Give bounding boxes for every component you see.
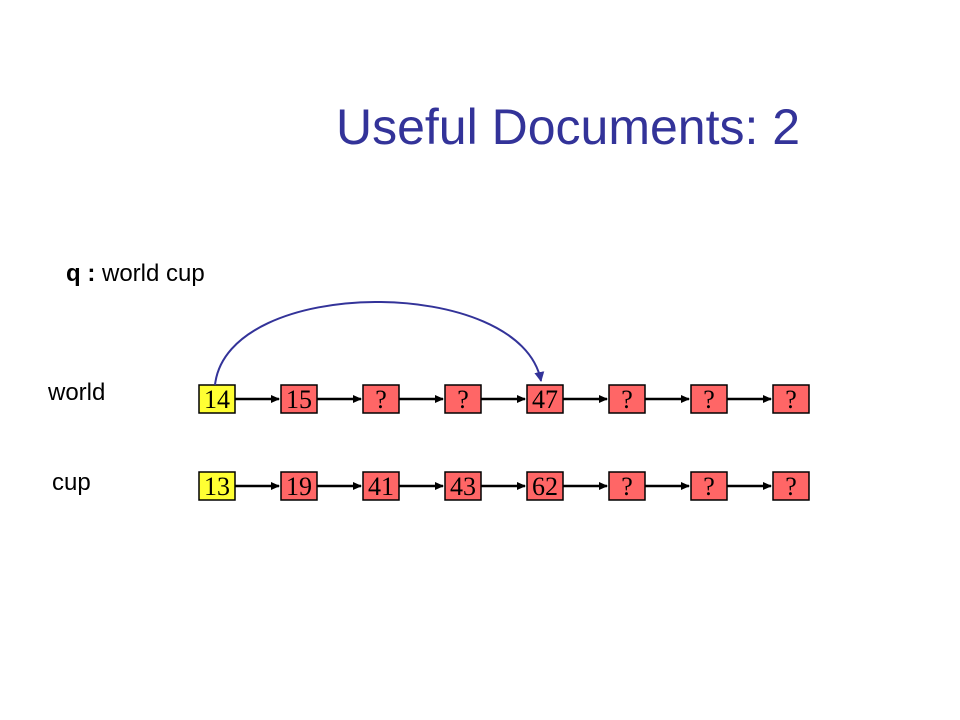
- posting-node-value: ?: [621, 385, 633, 414]
- posting-node: 41: [362, 471, 400, 501]
- posting-node-value: 41: [368, 472, 394, 501]
- posting-node: 14: [198, 384, 236, 414]
- posting-node-value: 19: [286, 472, 312, 501]
- posting-node: ?: [690, 384, 728, 414]
- posting-node-box: [772, 471, 810, 501]
- posting-node-box: [280, 384, 318, 414]
- posting-node-box: [526, 471, 564, 501]
- posting-node-value: ?: [375, 385, 387, 414]
- posting-node: 47: [526, 384, 564, 414]
- skip-pointer-arc: [214, 301, 545, 386]
- query-text: world cup: [102, 260, 205, 287]
- posting-node: 15: [280, 384, 318, 414]
- term-label-cup: cup: [52, 469, 91, 496]
- posting-node-value: ?: [621, 472, 633, 501]
- posting-node-value: 47: [532, 385, 558, 414]
- posting-node-box: [444, 384, 482, 414]
- posting-node: 19: [280, 471, 318, 501]
- posting-list-world: 14 15?? 47???: [198, 384, 810, 414]
- posting-node-value: 15: [286, 385, 312, 414]
- posting-node-box: [608, 471, 646, 501]
- posting-node-value: ?: [703, 472, 715, 501]
- term-label-world: world: [48, 379, 106, 406]
- posting-node: ?: [444, 384, 482, 414]
- posting-list-cup: 13 19 41 43 62???: [198, 471, 810, 501]
- posting-node: ?: [772, 471, 810, 501]
- posting-node-value: 13: [204, 472, 230, 501]
- posting-node-box: [772, 384, 810, 414]
- posting-node: 13: [198, 471, 236, 501]
- posting-node-value: ?: [457, 385, 469, 414]
- posting-node: 43: [444, 471, 482, 501]
- posting-node-value: ?: [703, 385, 715, 414]
- slide-title: Useful Documents: 2: [336, 99, 801, 155]
- posting-node-value: ?: [785, 385, 797, 414]
- posting-node: ?: [690, 471, 728, 501]
- posting-node-value: 14: [204, 385, 230, 414]
- posting-node: ?: [608, 471, 646, 501]
- posting-node-box: [444, 471, 482, 501]
- posting-node: ?: [772, 384, 810, 414]
- query-prefix: q :: [66, 260, 96, 287]
- posting-node-box: [198, 384, 236, 414]
- posting-node-value: 62: [532, 472, 558, 501]
- posting-node-box: [362, 471, 400, 501]
- posting-node: ?: [608, 384, 646, 414]
- posting-node-box: [362, 384, 400, 414]
- query-line: q : world cup: [66, 258, 205, 290]
- posting-node: 62: [526, 471, 564, 501]
- posting-node-box: [526, 384, 564, 414]
- posting-node-value: ?: [785, 472, 797, 501]
- posting-node-value: 43: [450, 472, 476, 501]
- posting-node: ?: [362, 384, 400, 414]
